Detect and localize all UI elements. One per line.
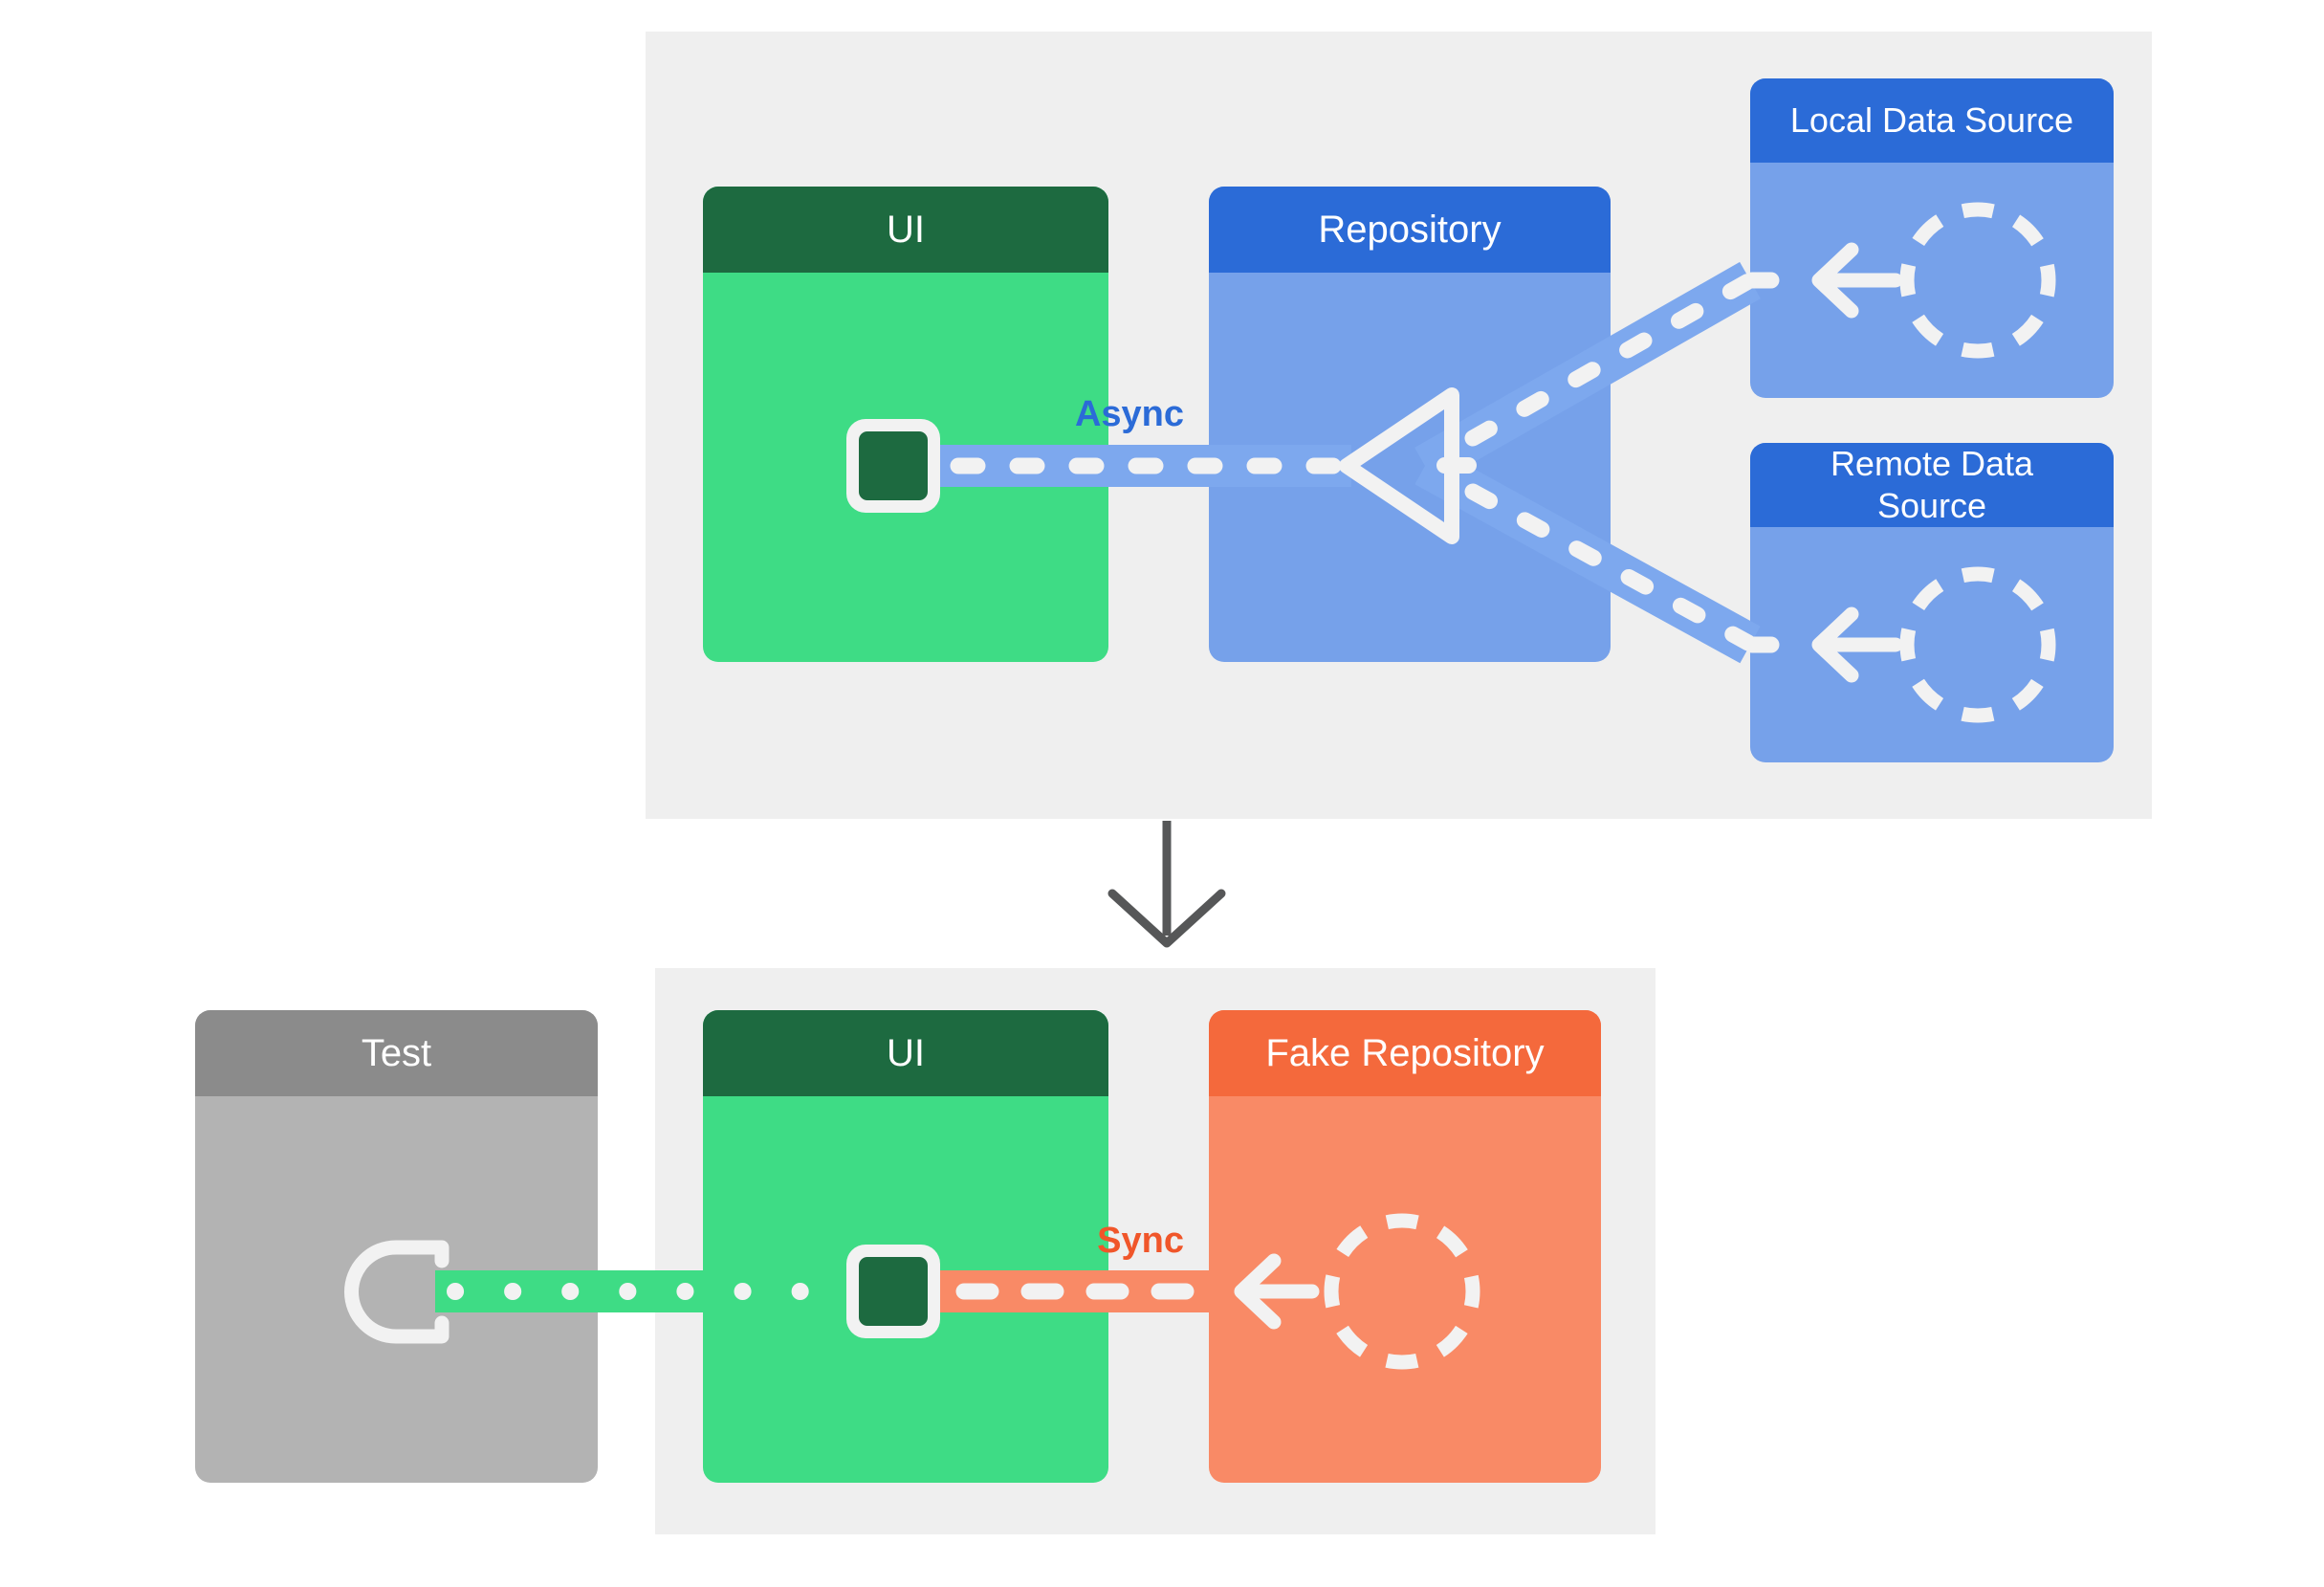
remote-data-source-title: Remote Data Source xyxy=(1830,444,2034,525)
remote-data-source-box: Remote Data Source xyxy=(1750,443,2114,762)
ui-box-top: UI xyxy=(703,187,1108,662)
remote-data-source-header: Remote Data Source xyxy=(1750,443,2114,527)
test-box: Test xyxy=(195,1010,598,1483)
test-box-header: Test xyxy=(195,1010,598,1096)
ui-box-bottom-header: UI xyxy=(703,1010,1108,1096)
repository-box-title: Repository xyxy=(1318,208,1502,251)
ui-box-bottom-title: UI xyxy=(887,1031,925,1074)
repository-box-header: Repository xyxy=(1209,187,1611,273)
fake-repository-box: Fake Repository xyxy=(1209,1010,1601,1483)
ui-box-top-title: UI xyxy=(887,208,925,251)
down-arrow-icon xyxy=(1107,821,1226,948)
local-data-source-title: Local Data Source xyxy=(1789,100,2074,140)
async-edge-label: Async xyxy=(1074,394,1184,434)
local-data-source-header: Local Data Source xyxy=(1750,78,2114,163)
test-box-title: Test xyxy=(361,1031,432,1074)
ui-box-top-header: UI xyxy=(703,187,1108,273)
local-data-source-box: Local Data Source xyxy=(1750,78,2114,398)
sync-edge-label: Sync xyxy=(1097,1221,1184,1261)
fake-repository-title: Fake Repository xyxy=(1265,1031,1545,1074)
fake-repository-header: Fake Repository xyxy=(1209,1010,1601,1096)
repository-box: Repository xyxy=(1209,187,1611,662)
